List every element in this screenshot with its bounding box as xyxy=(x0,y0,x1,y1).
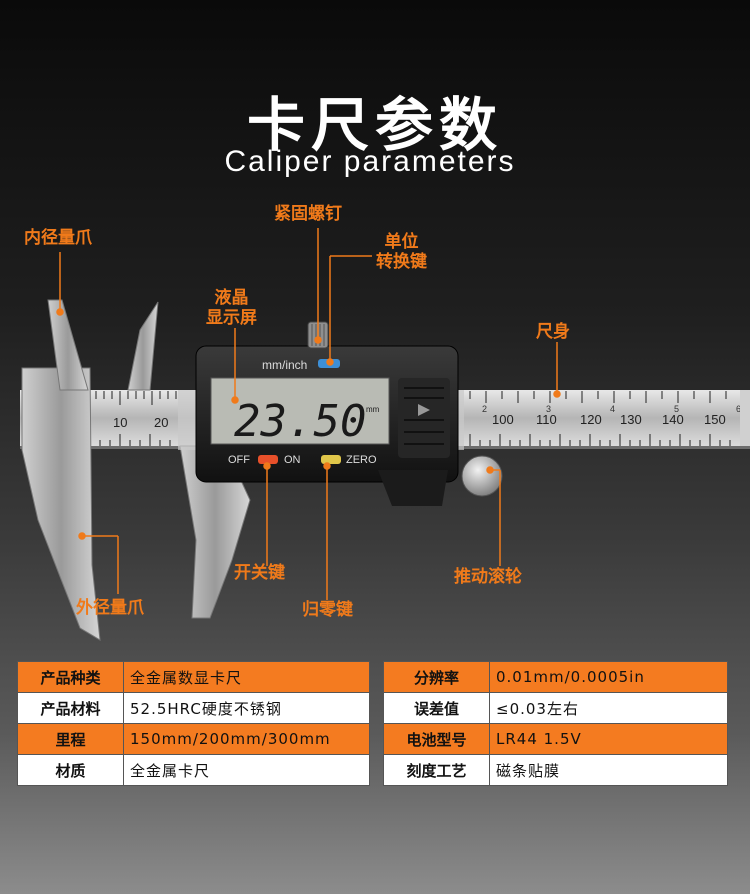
table-row: 材质 全金属卡尺 xyxy=(17,754,370,786)
params-table-right: 分辨率 0.01mm/0.0005in 误差值 ≤0.03左右 电池型号 LR4… xyxy=(383,661,728,786)
scale-100: 100 xyxy=(492,412,514,427)
label-zero-key: 归零键 xyxy=(302,600,353,620)
zero-label: ZERO xyxy=(346,454,377,466)
lcd-screen xyxy=(210,377,390,445)
scale-130: 130 xyxy=(620,412,642,427)
scale-top-4: 4 xyxy=(610,404,615,414)
arrow-right-icon xyxy=(418,404,430,416)
param-key: 刻度工艺 xyxy=(383,754,490,786)
param-key: 分辨率 xyxy=(383,661,490,693)
scale-110: 110 xyxy=(536,412,557,427)
table-row: 误差值 ≤0.03左右 xyxy=(383,692,728,724)
label-power-key: 开关键 xyxy=(234,563,285,583)
scale-top-6: 6 xyxy=(736,404,741,414)
table-row: 产品材料 52.5HRC硬度不锈钢 xyxy=(17,692,370,724)
on-label: ON xyxy=(284,454,301,466)
outer-jaw-fixed xyxy=(21,367,101,641)
caliper-illustration: 0 10 20 100 110 120 130 140 150 2 3 4 5 … xyxy=(20,228,750,641)
scale-150: 150 xyxy=(704,412,726,427)
scale-140: 140 xyxy=(662,412,684,427)
table-row: 产品种类 全金属数显卡尺 xyxy=(17,661,370,693)
scale-top-3: 3 xyxy=(546,404,551,414)
label-lcd-line2: 显示屏 xyxy=(206,308,257,328)
inner-jaw-fixed xyxy=(47,299,89,391)
zero-button[interactable] xyxy=(321,455,341,464)
param-key: 里程 xyxy=(17,723,124,755)
ruler-ticks xyxy=(87,391,743,446)
label-inner-jaw: 内径量爪 xyxy=(24,228,92,248)
thumb-roller-icon xyxy=(461,455,503,497)
param-key: 产品材料 xyxy=(17,692,124,724)
lcd-reading: 23.50 xyxy=(234,396,366,447)
scale-top-2: 2 xyxy=(482,404,487,414)
page-title: 卡尺参数 xyxy=(246,91,503,159)
param-value: 全金属数显卡尺 xyxy=(123,661,370,693)
inner-jaw-slide xyxy=(127,301,159,391)
param-value: 52.5HRC硬度不锈钢 xyxy=(123,692,370,724)
param-value: 0.01mm/0.0005in xyxy=(489,661,728,693)
grip-area xyxy=(398,378,450,458)
param-value: LR44 1.5V xyxy=(489,723,728,755)
table-row: 分辨率 0.01mm/0.0005in xyxy=(383,661,728,693)
leader-lines xyxy=(56,228,561,600)
off-label: OFF xyxy=(228,454,250,466)
param-value: ≤0.03左右 xyxy=(489,692,728,724)
unit-button-label: mm/inch xyxy=(262,358,307,372)
param-key: 电池型号 xyxy=(383,723,490,755)
lcd-unit: mm xyxy=(366,405,380,414)
label-lcd-line1: 液晶 xyxy=(214,288,249,308)
label-unit-key-line2: 转换键 xyxy=(376,252,427,272)
label-outer-jaw: 外径量爪 xyxy=(76,598,144,618)
label-thumb-roller: 推动滚轮 xyxy=(454,567,522,587)
label-unit-key: 单位 转换键 xyxy=(376,232,427,272)
label-lock-screw: 紧固螺钉 xyxy=(274,204,342,224)
scale-top-5: 5 xyxy=(674,404,679,414)
table-row: 里程 150mm/200mm/300mm xyxy=(17,723,370,755)
label-ruler-body: 尺身 xyxy=(536,322,570,342)
param-value: 150mm/200mm/300mm xyxy=(123,723,370,755)
scale-20: 20 xyxy=(154,415,168,430)
scale-120: 120 xyxy=(580,412,602,427)
power-button[interactable] xyxy=(258,455,278,464)
label-unit-key-line1: 单位 xyxy=(384,232,419,252)
scale-10: 10 xyxy=(113,415,127,430)
param-value: 全金属卡尺 xyxy=(123,754,370,786)
param-key: 产品种类 xyxy=(17,661,124,693)
param-key: 误差值 xyxy=(383,692,490,724)
table-row: 刻度工艺 磁条贴膜 xyxy=(383,754,728,786)
label-lcd: 液晶 显示屏 xyxy=(206,288,257,328)
params-table-left: 产品种类 全金属数显卡尺 产品材料 52.5HRC硬度不锈钢 里程 150mm/… xyxy=(17,661,370,786)
table-row: 电池型号 LR44 1.5V xyxy=(383,723,728,755)
param-value: 磁条贴膜 xyxy=(489,754,728,786)
page-subtitle: Caliper parameters xyxy=(224,145,516,178)
param-key: 材质 xyxy=(17,754,124,786)
